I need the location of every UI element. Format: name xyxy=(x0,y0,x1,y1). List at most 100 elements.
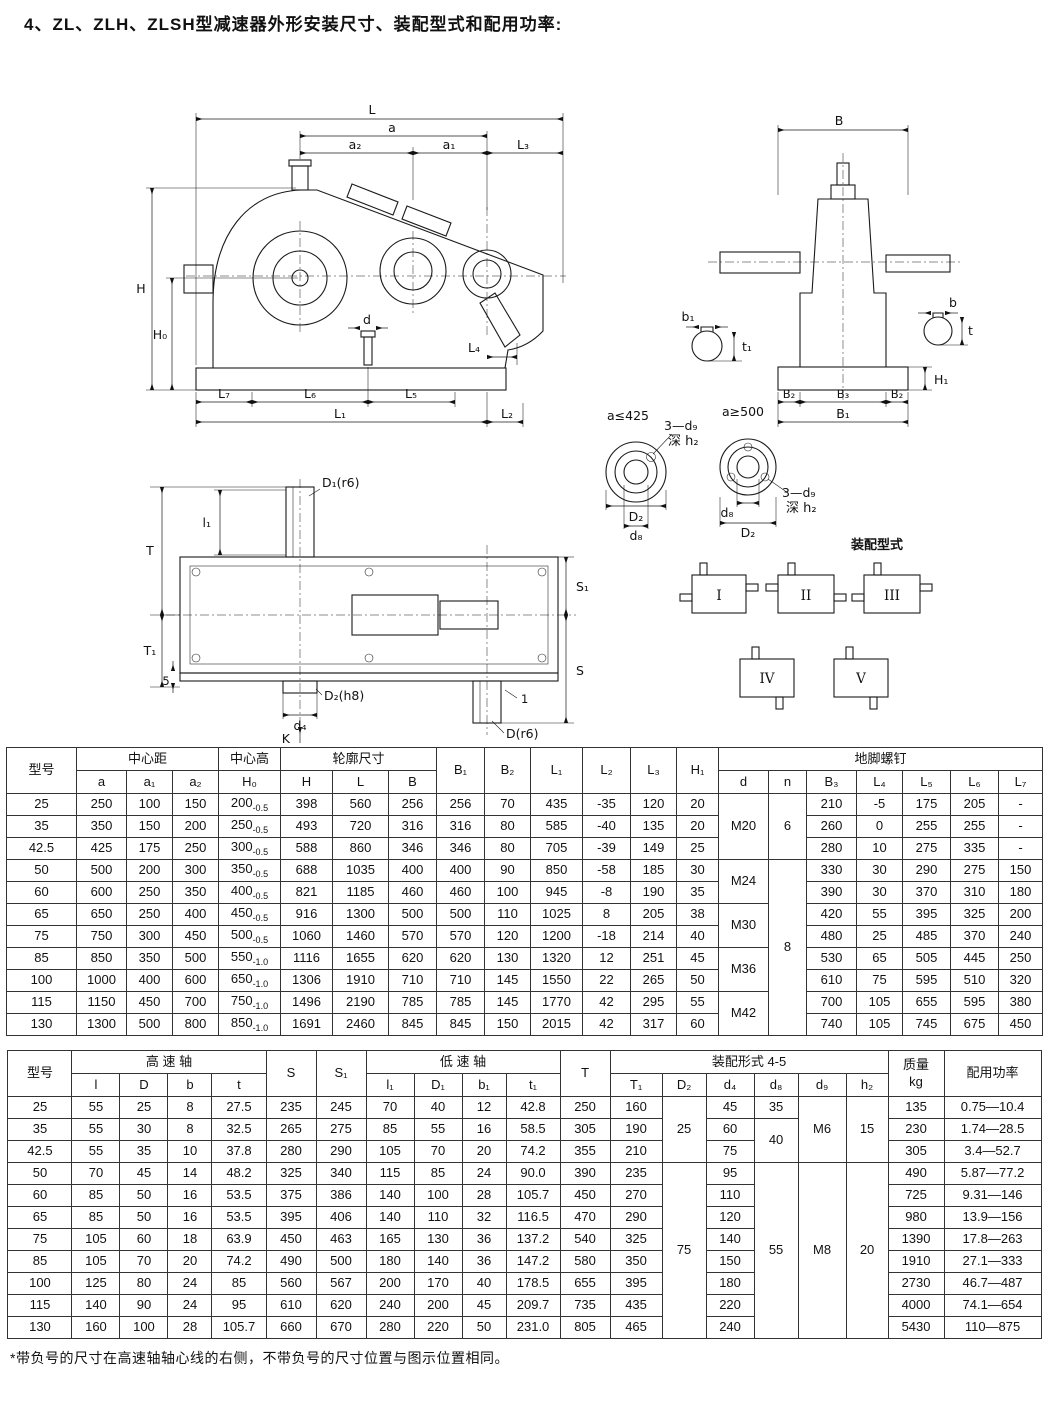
column-header: S xyxy=(265,1050,317,1097)
table-cell: 1116 xyxy=(279,947,333,970)
table-cell: 325 xyxy=(265,1162,317,1185)
table-cell: 85 xyxy=(211,1272,267,1295)
table-cell: 115 xyxy=(365,1162,415,1185)
table-cell: 6 xyxy=(767,793,807,860)
column-header: 轮廓尺寸 xyxy=(279,747,437,771)
column-header: t xyxy=(211,1073,267,1097)
dim-label-H: H xyxy=(136,281,145,296)
table-cell: 463 xyxy=(315,1228,367,1251)
table-cell: 1200 xyxy=(529,925,583,948)
table-cell: 150 xyxy=(483,1013,531,1036)
table-cell: 255 xyxy=(949,815,999,838)
column-header: B₂ xyxy=(483,747,531,794)
column-header: L₄ xyxy=(855,770,903,794)
table-cell: 175 xyxy=(901,793,951,816)
table-cell: 100 xyxy=(413,1184,463,1207)
column-header: L₂ xyxy=(581,747,631,794)
table-cell: 135 xyxy=(887,1096,945,1119)
table-cell: 600 xyxy=(75,881,127,904)
table-cell: 450 xyxy=(265,1228,317,1251)
column-header: a₂ xyxy=(171,770,219,794)
table-cell: 60 xyxy=(119,1228,169,1251)
table-cell: 165 xyxy=(365,1228,415,1251)
table-cell: 821 xyxy=(279,881,333,904)
table-cell: 570 xyxy=(387,925,437,948)
table-cell: 35 xyxy=(753,1096,799,1119)
table-cell: 90 xyxy=(483,859,531,882)
dim-label-S: S xyxy=(576,663,584,678)
table-cell: 560 xyxy=(331,793,389,816)
table-cell: 290 xyxy=(901,859,951,882)
table-cell: 400 xyxy=(387,859,437,882)
table-cell: 500-0.5 xyxy=(217,925,281,948)
table-cell: 147.2 xyxy=(505,1250,561,1273)
detail-right-d8-label: d₈ xyxy=(721,505,734,520)
table-cell: 75 xyxy=(855,969,903,992)
table-cell: 1770 xyxy=(529,991,583,1014)
table-cell: 53.5 xyxy=(211,1206,267,1229)
dim-label-B3: B₃ xyxy=(837,387,850,401)
table-cell: 220 xyxy=(413,1316,463,1339)
table-cell: 150 xyxy=(997,859,1044,882)
table-cell: 800 xyxy=(171,1013,219,1036)
table-cell: 346 xyxy=(387,837,437,860)
table-cell: 450 xyxy=(125,991,173,1014)
table-cell: 60 xyxy=(675,1013,719,1036)
table-cell: 850 xyxy=(529,859,583,882)
table-cell: 1035 xyxy=(331,859,389,882)
assembly-diagrams: 装配型式 I II III IV xyxy=(679,537,933,710)
column-header: L xyxy=(331,770,389,794)
table-cell: 850-1.0 xyxy=(217,1013,281,1036)
table-cell: 105 xyxy=(855,991,903,1014)
table-cell: 55 xyxy=(413,1118,463,1141)
column-header: 型号 xyxy=(5,747,77,794)
table-cell: 24 xyxy=(461,1162,507,1185)
table-cell: 735 xyxy=(559,1294,611,1317)
table-cell: 70 xyxy=(119,1250,169,1273)
table-cell: 55 xyxy=(71,1118,121,1141)
table-cell: 245 xyxy=(315,1096,367,1119)
table-cell: 250 xyxy=(559,1096,611,1119)
table-cell: 55 xyxy=(71,1140,121,1163)
table-cell: 1185 xyxy=(331,881,389,904)
table-cell: 130 xyxy=(5,1013,77,1036)
footnote: *带负号的尺寸在高速轴轴心线的右侧，不带负号的尺寸位置与图示位置相同。 xyxy=(10,1350,509,1366)
table-cell: 25 xyxy=(675,837,719,860)
table-cell: 45 xyxy=(705,1096,755,1119)
table-cell: 280 xyxy=(805,837,857,860)
table-cell: 100 xyxy=(483,881,531,904)
table-cell: 620 xyxy=(435,947,485,970)
table-cell: 100 xyxy=(119,1316,169,1339)
dim-label-T1: T₁ xyxy=(143,643,157,658)
table-cell: 22 xyxy=(581,969,631,992)
table-cell: 50 xyxy=(675,969,719,992)
table-cell: 95 xyxy=(211,1294,267,1317)
table-cell: 42 xyxy=(581,1013,631,1036)
table-cell: 235 xyxy=(609,1162,663,1185)
dim-label-d: d xyxy=(363,312,371,327)
table-cell: 36 xyxy=(461,1228,507,1251)
table-cell: 140 xyxy=(705,1228,755,1251)
dim-label-K: K xyxy=(282,731,291,743)
detail-right-depth-label: 深 h₂ xyxy=(786,501,817,516)
table-cell: 205 xyxy=(949,793,999,816)
table-cell: 316 xyxy=(435,815,485,838)
dim-label-a2: a₂ xyxy=(349,137,362,152)
table-cell: 50 xyxy=(5,859,77,882)
detail-left-depth-label: 深 h₂ xyxy=(668,434,699,449)
table-cell: 28 xyxy=(167,1316,213,1339)
table-cell: 1910 xyxy=(887,1250,945,1273)
table-cell: 750-1.0 xyxy=(217,991,281,1014)
column-header: 型号 xyxy=(7,1050,73,1097)
table-cell: 200 xyxy=(997,903,1044,926)
column-header: b xyxy=(167,1073,213,1097)
table-cell: 45 xyxy=(675,947,719,970)
table-cell: M42 xyxy=(717,991,769,1036)
assembly-type-5: V xyxy=(855,671,866,687)
